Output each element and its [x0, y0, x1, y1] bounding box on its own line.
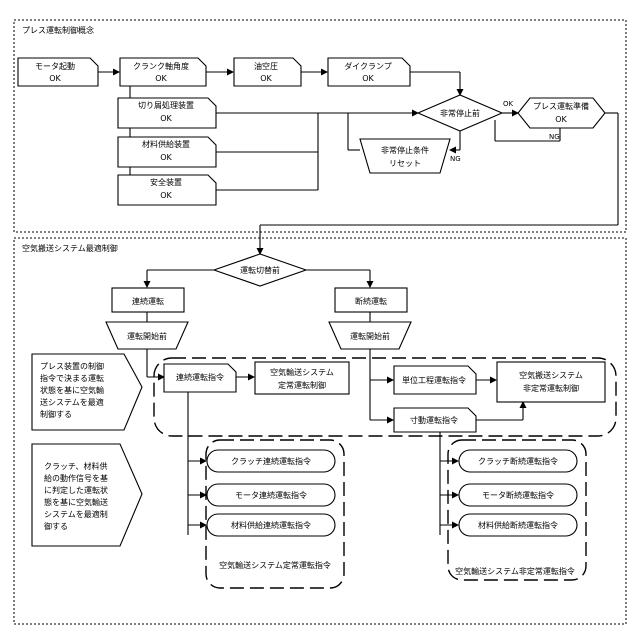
estop-reset-line2: リセット [389, 159, 421, 168]
continuous-pre-start-label: 運転開始前 [127, 331, 167, 341]
discontinuous-operation-box: 断続運転 [335, 288, 407, 312]
scrap-handling-status: OK [160, 114, 172, 123]
die-clamp-status: OK [362, 74, 374, 83]
section1-title: プレス運転制御概念 [22, 25, 94, 35]
continuous-operation-box: 連続運転 [112, 288, 184, 312]
estop-reset-line1: 非常停止条件 [381, 145, 429, 155]
oil-pressure-status: OK [260, 74, 272, 83]
operation-switch-label: 運転切替前 [240, 265, 280, 275]
note1-line3: 状態を基に空気輸 [40, 385, 104, 395]
crank-angle-status: OK [155, 74, 167, 83]
clutch-continuous-label: クラッチ連続運転指令 [231, 456, 311, 466]
continuous-operation-label: 連続運転 [132, 296, 164, 306]
inching-command-label: 寸動運転指令 [410, 415, 458, 425]
estop-reset-box: 非常停止条件 リセット [360, 139, 450, 173]
nonsteady-command-caption: 空気輸送システム非定常運転指令 [455, 566, 575, 576]
motor-continuous-command: モータ連続運転指令 [207, 484, 335, 506]
continuous-command-label: 連続運転指令 [176, 372, 224, 382]
note2-line1: クラッチ、材料供 [44, 461, 108, 471]
nonsteady-control-line2: 非定常運転制御 [523, 383, 579, 393]
motor-intermittent-label: モータ断続運転指令 [482, 490, 554, 500]
motor-intermittent-command: モータ断続運転指令 [459, 484, 577, 506]
die-clamp-label: ダイクランプ [344, 61, 392, 71]
motor-start-status: OK [49, 74, 61, 83]
note1-line1: プレス装置の制御 [40, 361, 104, 371]
discontinuous-operation-label: 断続運転 [355, 296, 387, 306]
motor-continuous-label: モータ連続運転指令 [235, 490, 307, 500]
steady-command-caption: 空気輸送システム定常運転指令 [219, 560, 331, 570]
estop-ok-label: OK [503, 100, 514, 108]
note-press-command: プレス装置の制御 指令で決まる運転 状態を基に空気輸 送システムを最適 制御する [32, 354, 142, 430]
safety-device-label: 安全装置 [150, 177, 182, 187]
press-ready-box: プレス運転準備 OK [518, 98, 605, 128]
discontinuous-pre-start-box: 運転開始前 [329, 322, 411, 349]
steady-control-line1: 空気輸送システム [270, 367, 334, 377]
material-intermittent-label: 材料供給断続運転指令 [478, 520, 558, 530]
motor-start-box: モータ起動 OK [18, 58, 98, 86]
discontinuous-pre-start-label: 運転開始前 [350, 331, 390, 341]
crank-angle-box: クランク軸角度 OK [120, 58, 206, 86]
section2-title: 空気搬送システム最適制御 [22, 243, 118, 253]
scrap-handling-box: 切り屑処理装置 OK [118, 98, 216, 128]
note2-line4: 態を基に空気輸送 [44, 497, 108, 507]
nonsteady-control-line1: 空気搬送システム [519, 370, 583, 380]
note2-line5: システムを最適制 [44, 509, 108, 519]
safety-device-status: OK [160, 191, 172, 200]
material-feed-status: OK [160, 153, 172, 162]
safety-device-box: 安全装置 OK [118, 175, 216, 205]
press-ready-status: OK [555, 115, 567, 124]
emergency-stop-decision: 非常停止前 [418, 95, 502, 131]
material-continuous-label: 材料供給連続運転指令 [231, 520, 311, 530]
material-continuous-command: 材料供給連続運転指令 [207, 514, 335, 536]
nonsteady-control-box: 空気搬送システム 非定常運転制御 [497, 362, 605, 402]
clutch-intermittent-command: クラッチ断続運転指令 [459, 450, 577, 472]
note-clutch-signal: クラッチ、材料供 給の動作信号を基 に判定した運転状 態を基に空気輸送 システム… [32, 444, 142, 546]
material-feed-box: 材料供給装置 OK [118, 137, 216, 167]
note2-line2: 給の動作信号を基 [44, 473, 108, 483]
inching-command-box: 寸動運転指令 [394, 408, 476, 432]
steady-control-line2: 定常運転制御 [278, 380, 326, 390]
note2-line3: に判定した運転状 [44, 485, 108, 495]
oil-pressure-label: 油空圧 [254, 61, 278, 71]
operation-switch-decision: 運転切替前 [214, 254, 306, 286]
scrap-handling-label: 切り屑処理装置 [138, 100, 194, 110]
material-feed-label: 材料供給装置 [142, 139, 190, 149]
emergency-stop-label: 非常停止前 [440, 108, 480, 118]
continuous-pre-start-box: 運転開始前 [106, 322, 188, 349]
clutch-continuous-command: クラッチ連続運転指令 [207, 450, 335, 472]
clutch-intermittent-label: クラッチ断続運転指令 [478, 456, 558, 466]
steady-control-box: 空気輸送システム 定常運転制御 [255, 362, 349, 394]
material-intermittent-command: 材料供給断続運転指令 [459, 514, 577, 536]
unit-process-command-label: 単位工程運転指令 [402, 375, 466, 385]
press-ready-label: プレス運転準備 [533, 101, 589, 111]
oil-pressure-box: 油空圧 OK [234, 58, 301, 86]
continuous-command-box: 連続運転指令 [164, 364, 236, 392]
note1-line5: 制御する [40, 409, 72, 419]
die-clamp-box: ダイクランプ OK [328, 58, 410, 86]
note1-line4: 送システムを最適 [40, 397, 104, 407]
note1-line2: 指令で決まる運転 [40, 373, 104, 383]
unit-process-command-box: 単位工程運転指令 [394, 366, 476, 394]
crank-angle-label: クランク軸角度 [133, 61, 189, 71]
motor-start-label: モータ起動 [35, 62, 75, 71]
note2-line6: 御する [44, 521, 68, 531]
estop-ng-label: NG [450, 155, 461, 163]
ready-ng-label: NG [549, 133, 560, 141]
